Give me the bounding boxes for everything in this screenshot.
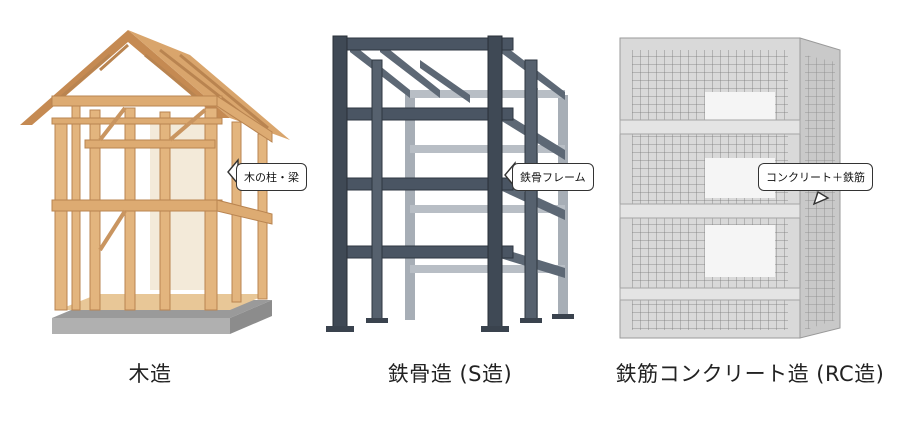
rc-panel: コンクリート＋鉄筋 鉄筋コンクリート造 (RC造) [600, 0, 900, 423]
wood-callout-text: 木の柱・梁 [244, 171, 299, 184]
rc-structure-illustration [619, 37, 841, 339]
rc-caption: 鉄筋コンクリート造 (RC造) [615, 362, 885, 386]
steel-caption: 鉄骨造 (S造) [387, 362, 513, 386]
steel-callout-text: 鉄骨フレーム [520, 171, 586, 184]
wood-callout: 木の柱・梁 [236, 163, 307, 191]
steel-panel: 鉄骨フレーム 鉄骨造 (S造) [300, 0, 600, 423]
steel-frame-illustration [326, 35, 574, 332]
wood-panel: 木の柱・梁 木造 [0, 0, 307, 423]
wood-frame-illustration [20, 30, 290, 334]
wood-caption: 木造 [128, 362, 172, 386]
rc-callout: コンクリート＋鉄筋 [758, 163, 873, 191]
rc-callout-text: コンクリート＋鉄筋 [766, 171, 865, 184]
steel-callout: 鉄骨フレーム [512, 163, 594, 191]
